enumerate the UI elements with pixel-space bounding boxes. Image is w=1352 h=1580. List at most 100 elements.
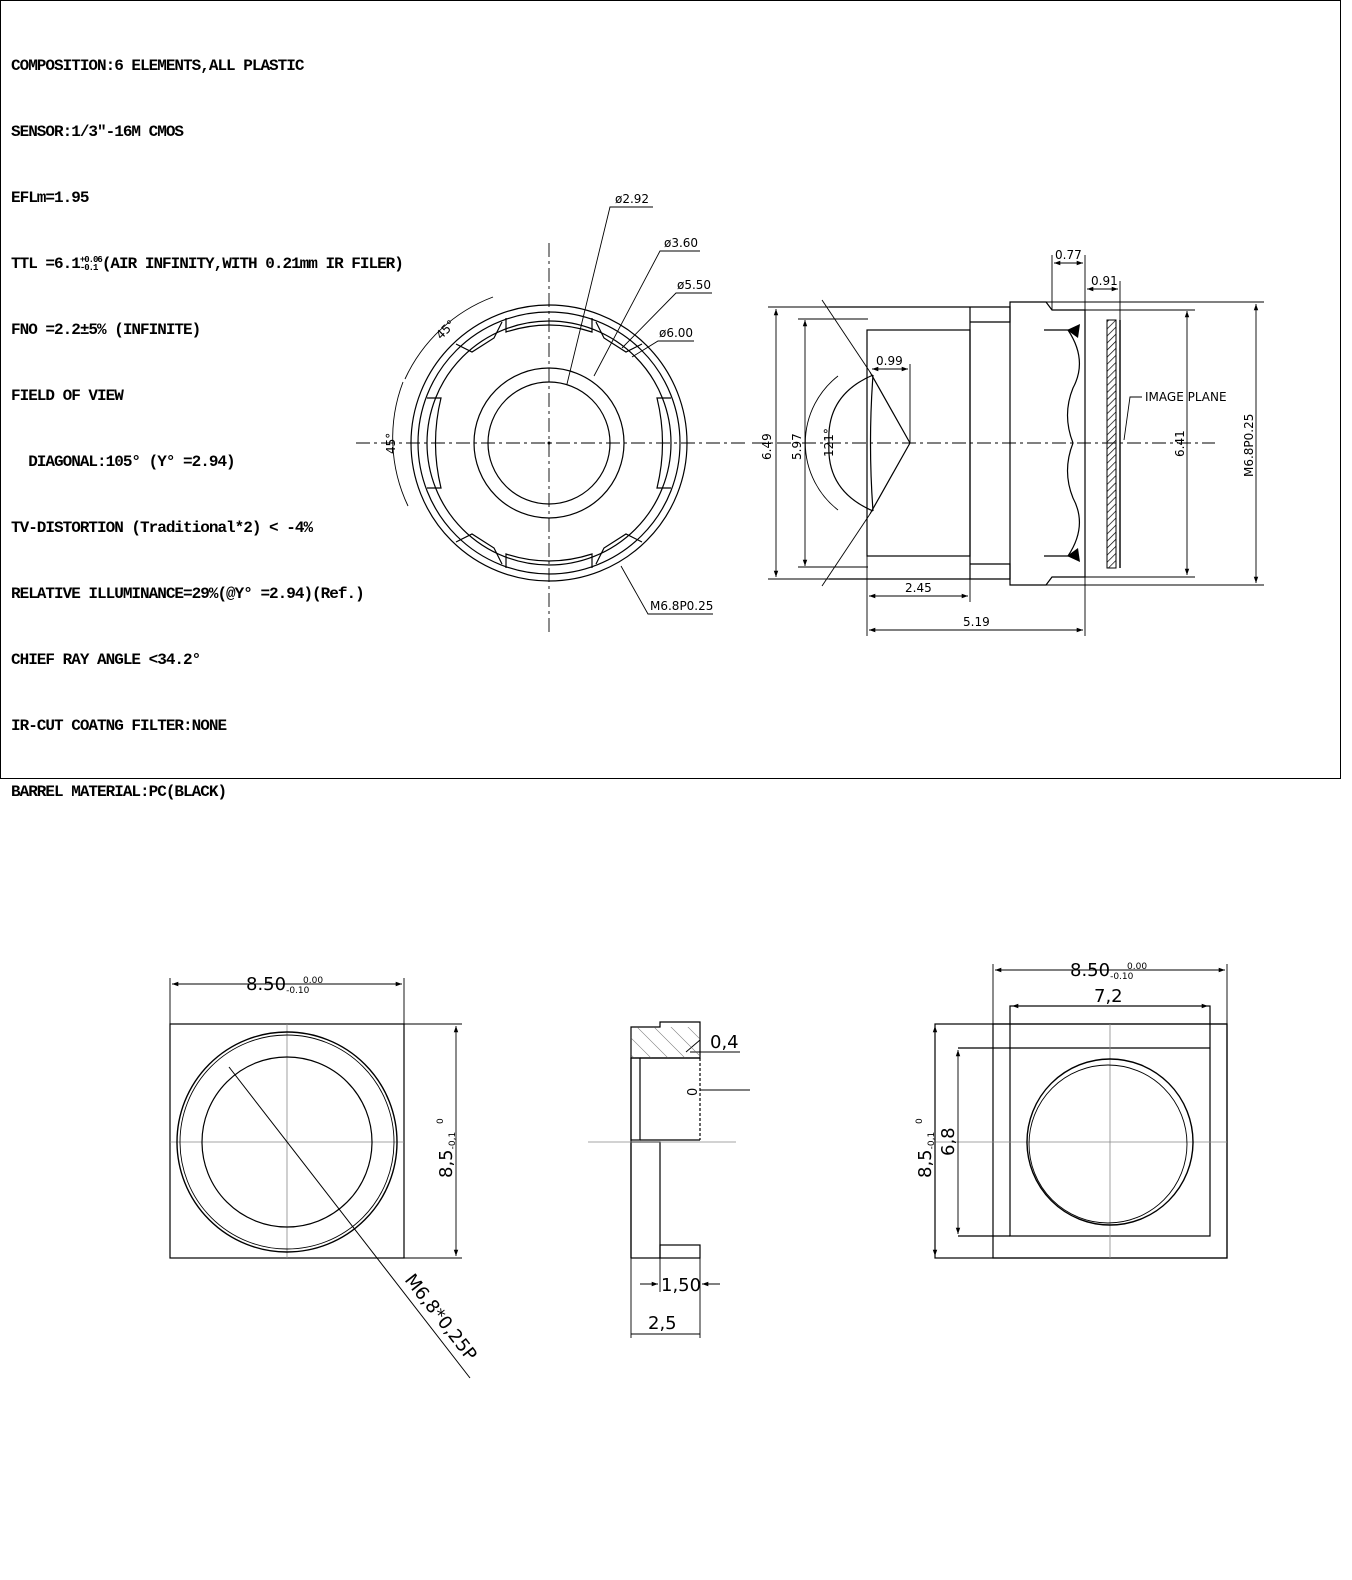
front-notch-left: [427, 397, 442, 489]
front-notch-bl: [455, 533, 503, 565]
holder-back-outline: [934, 1023, 1228, 1259]
dim-fov-arc: [804, 375, 839, 511]
holder-front-thread-outer: [176, 1031, 398, 1253]
side-thread-label: M6.8P0.25: [1242, 414, 1256, 477]
side-fov-line-top: [821, 299, 871, 373]
upper-frame: [0, 0, 1341, 779]
holder-back-bore-outer: [1026, 1058, 1194, 1226]
holder-front-height-value: 8,5: [436, 1149, 457, 1178]
front-notch-br: [595, 533, 643, 565]
front-notch-tr: [595, 321, 643, 353]
leader-thread: [620, 565, 713, 615]
holder-back-inner-width-label: 7,2: [1094, 986, 1123, 1007]
holder-front-height-tol-upper: 0: [436, 1118, 446, 1124]
front-aperture-inner: [487, 381, 611, 505]
spec-fov: FIELD OF VIEW: [11, 387, 124, 405]
holder-side-0-label: 0: [686, 1088, 701, 1096]
holder-back-height-tol-upper: 0: [915, 1118, 925, 1124]
side-519-label: 5.19: [963, 615, 990, 629]
front-notch-tl: [455, 321, 503, 353]
holder-side-25-label: 2,5: [648, 1313, 677, 1334]
front-outer-thread-circle: [410, 304, 688, 582]
spec-ir-cut: IR-CUT COATNG FILTER:NONE: [11, 717, 227, 735]
holder-front-height-label: 8,5-0,1: [436, 1132, 458, 1178]
side-rear-lens-spacer-bottom: [1067, 548, 1080, 562]
holder-back-bore-inner: [1028, 1064, 1188, 1224]
holder-back-view: [932, 964, 1228, 1259]
holder-front-width-label: 8.50-0.10: [246, 974, 310, 996]
holder-back-width-tol-lower: -0.10: [1110, 972, 1134, 982]
leader-image-plane: [1123, 396, 1142, 441]
front-angle-arc-left: [392, 381, 409, 507]
front-angle-arc-top: [404, 296, 494, 380]
spec-list: COMPOSITION:6 ELEMENTS,ALL PLASTIC SENSO…: [11, 11, 404, 825]
holder-front-width-tol-lower: -0.10: [286, 986, 310, 996]
front-thread-root-circle: [417, 311, 681, 575]
spec-efl: EFLm=1.95: [11, 189, 89, 207]
holder-back-height-label: 8,5-0,1: [915, 1132, 937, 1178]
leader-d360: [593, 250, 700, 377]
spec-ttl-tolerance: +0.06-0.1: [79, 254, 103, 273]
spec-ttl-tol-lower: -0.1: [79, 262, 99, 273]
side-077-label: 0.77: [1055, 248, 1082, 262]
holder-side-04-label: 0,4: [710, 1032, 739, 1053]
holder-back-width-value: 8.50: [1070, 960, 1110, 981]
holder-front-width-value: 8.50: [246, 974, 286, 995]
spec-relative-illuminance: RELATIVE ILLUMINANCE=29%(@Y° =2.94)(Ref.…: [11, 585, 365, 603]
holder-front-width-tol-upper: 0.00: [303, 976, 323, 986]
spec-composition: COMPOSITION:6 ELEMENTS,ALL PLASTIC: [11, 57, 304, 75]
side-rear-lens-spacer-top: [1067, 324, 1080, 338]
side-thread-body: [1009, 301, 1086, 586]
leader-d550: [621, 292, 712, 349]
side-front-lens: [828, 374, 874, 512]
holder-back-width-label: 8.50-0.10: [1070, 960, 1134, 982]
front-center-mark: [547, 441, 551, 445]
spec-barrel-material: BARREL MATERIAL:PC(BLACK): [11, 783, 227, 801]
spec-tv-distortion: TV-DISTORTION (Traditional*2) < -4%: [11, 519, 313, 537]
holder-front-thread-leader: [228, 1066, 471, 1379]
holder-front-view: [169, 978, 471, 1379]
side-ray-top: [869, 371, 911, 444]
holder-back-width-tol-upper: 0.00: [1127, 962, 1147, 972]
lens-side-view: [752, 255, 1264, 636]
holder-front-thread-inner: [179, 1034, 395, 1250]
front-d360-label: ø3.60: [664, 236, 698, 250]
spec-fno: FNO =2.2±5% (INFINITE): [11, 321, 201, 339]
front-d600-label: ø6.00: [659, 326, 693, 340]
front-notch-top: [505, 318, 593, 333]
holder-front-height-tol-lower: -0,1: [448, 1132, 458, 1150]
front-aperture-outer: [473, 367, 625, 519]
lens-front-view: [356, 206, 745, 632]
leader-d292: [566, 206, 653, 385]
side-641-label: 6.41: [1173, 430, 1187, 457]
holder-side-section-hatch: [631, 1027, 700, 1058]
holder-side-body-foot: [659, 1244, 701, 1259]
side-rear-lens: [1066, 329, 1081, 557]
front-thread-label: M6.8P0.25: [650, 599, 713, 613]
front-d292-label: ø2.92: [615, 192, 649, 206]
side-fov-line-bottom: [821, 513, 871, 587]
side-ray-bottom: [869, 442, 911, 515]
spec-chief-ray-angle: CHIEF RAY ANGLE <34.2°: [11, 651, 201, 669]
holder-side-body-upper: [630, 1057, 641, 1141]
front-notch-bottom: [505, 553, 593, 568]
front-d550-label: ø5.50: [677, 278, 711, 292]
spec-ttl-tol-upper: +0.06: [79, 254, 103, 265]
front-barrel-circle: [426, 320, 672, 566]
front-angle-top-label: 45°: [433, 317, 458, 342]
side-245-label: 2.45: [905, 581, 932, 595]
spec-diagonal: DIAGONAL:105° (Y° =2.94): [11, 453, 235, 471]
side-099-label: 0.99: [876, 354, 903, 368]
holder-side-150-label: 1,50: [661, 1275, 701, 1296]
side-091-label: 0.91: [1091, 274, 1118, 288]
side-image-plane-label: IMAGE PLANE: [1145, 390, 1227, 404]
spec-ttl: TTL =6.1+0.06-0.1(AIR INFINITY,WITH 0.21…: [11, 253, 404, 275]
holder-side-body-lower: [630, 1141, 661, 1259]
side-front-lens-rear: [869, 374, 874, 512]
side-649-label: 6.49: [760, 433, 774, 460]
side-ir-filter: [1106, 319, 1117, 569]
side-fov-label: 121°: [822, 428, 836, 457]
holder-front-thread-label: M6,8*0,25P: [400, 1270, 481, 1365]
holder-back-height-tol-lower: -0,1: [927, 1132, 937, 1150]
